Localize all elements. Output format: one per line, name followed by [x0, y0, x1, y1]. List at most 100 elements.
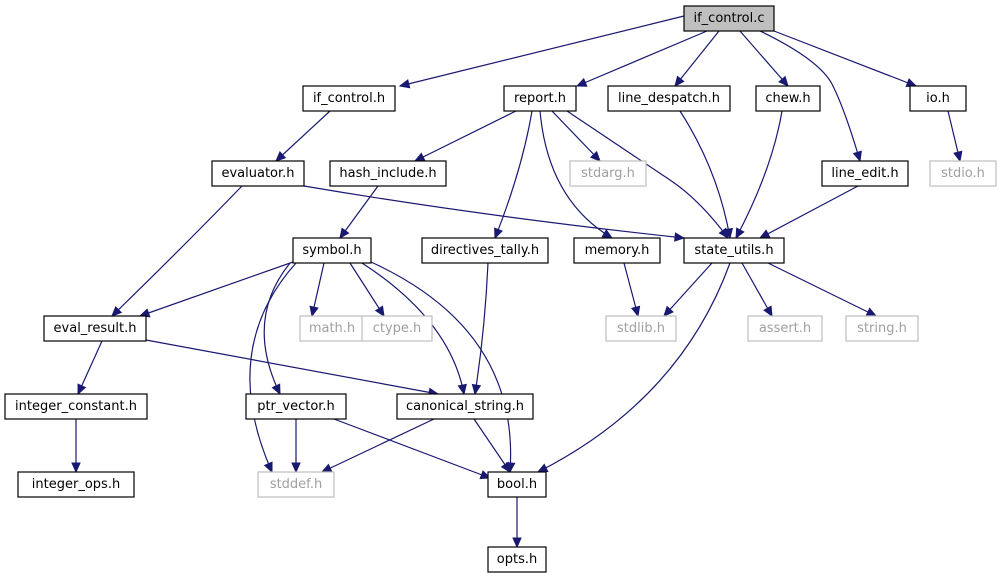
arrowhead — [374, 305, 385, 318]
node-label: io.h — [926, 91, 950, 106]
edge-line — [663, 262, 713, 317]
arrowhead — [494, 227, 503, 240]
arrowhead — [339, 227, 350, 239]
node-opts-h[interactable]: opts.h — [487, 546, 547, 573]
edge-line — [399, 15, 685, 87]
node-if-control-c[interactable]: if_control.c — [683, 5, 775, 32]
node-box — [683, 5, 775, 32]
edge-io_h-to-stdio_h — [947, 110, 963, 163]
node-box — [487, 546, 547, 573]
node-label: hash_include.h — [339, 166, 436, 181]
edge-if_control_h-to-evaluator_h — [275, 110, 331, 162]
arrowhead — [77, 383, 87, 396]
node-box — [607, 85, 731, 112]
node-memory-h[interactable]: memory.h — [573, 237, 661, 264]
arrowhead — [413, 152, 426, 162]
node-label: canonical_string.h — [406, 399, 524, 414]
node-box — [605, 315, 677, 342]
edge-evaluator_h-to-eval_result_h — [111, 185, 243, 317]
node-stdlib-h[interactable]: stdlib.h — [605, 315, 677, 342]
node-ptr-vector-h[interactable]: ptr_vector.h — [245, 393, 347, 420]
arrowhead — [953, 150, 963, 163]
node-eval-result-h[interactable]: eval_result.h — [43, 315, 147, 342]
edge-line — [773, 30, 917, 87]
edge-symbol_h-to-ctype_h — [349, 262, 385, 318]
node-integer-ops-h[interactable]: integer_ops.h — [17, 471, 135, 498]
node-canonical-string-h[interactable]: canonical_string.h — [396, 393, 534, 420]
node-integer-constant-h[interactable]: integer_constant.h — [4, 393, 148, 420]
edge-if_control_c-to-line_edit_h — [759, 30, 862, 163]
edge-report_h-to-hash_include_h — [413, 110, 517, 162]
edge-line — [249, 262, 297, 473]
node-box — [821, 160, 909, 187]
edge-line — [576, 30, 708, 87]
edge-hash_include_h-to-symbol_h — [339, 185, 379, 239]
node-bool-h[interactable]: bool.h — [487, 471, 547, 498]
edge-if_control_c-to-chew_h — [739, 30, 789, 87]
node-label: if_control.c — [693, 11, 764, 26]
edge-if_control_c-to-report_h — [575, 30, 708, 87]
node-label: symbol.h — [302, 243, 361, 258]
node-stddef-h[interactable]: stddef.h — [257, 471, 335, 498]
arrowhead — [71, 462, 81, 474]
node-line-despatch-h[interactable]: line_despatch.h — [607, 85, 731, 112]
node-chew-h[interactable]: chew.h — [755, 85, 821, 112]
node-box — [573, 237, 661, 264]
node-box — [329, 160, 447, 187]
edge-line — [494, 110, 533, 239]
node-assert-h[interactable]: assert.h — [747, 315, 823, 342]
arrowhead — [763, 305, 773, 318]
edge-if_control_c-to-if_control_h — [398, 15, 685, 89]
node-label: math.h — [309, 321, 355, 336]
node-box — [929, 160, 997, 187]
edge-evaluator_h-to-state_utils_h — [303, 185, 686, 242]
node-line-edit-h[interactable]: line_edit.h — [821, 160, 909, 187]
edge-symbol_h-to-eval_result_h — [138, 261, 294, 318]
node-directives-tally-h[interactable]: directives_tally.h — [421, 237, 549, 264]
edge-line_despatch_h-to-state_utils_h — [679, 110, 734, 240]
node-box — [292, 237, 372, 264]
node-symbol-h[interactable]: symbol.h — [292, 237, 372, 264]
node-ctype-h[interactable]: ctype.h — [361, 315, 433, 342]
edge-line — [674, 30, 720, 87]
node-label: bool.h — [497, 477, 537, 492]
edge-line — [111, 185, 243, 317]
arrowhead — [589, 150, 601, 162]
node-label: report.h — [514, 91, 566, 106]
node-hash-include-h[interactable]: hash_include.h — [329, 160, 447, 187]
node-stdio-h[interactable]: stdio.h — [929, 160, 997, 187]
node-state-utils-h[interactable]: state_utils.h — [683, 237, 785, 264]
edge-canonical_string_h-to-stddef_h — [320, 418, 435, 473]
node-evaluator-h[interactable]: evaluator.h — [211, 160, 305, 187]
edge-line — [679, 110, 731, 239]
node-box — [569, 160, 647, 187]
edge-line — [333, 418, 491, 479]
edge-symbol_h-to-math_h — [309, 262, 325, 318]
node-box — [302, 85, 396, 112]
edge-line_edit_h-to-state_utils_h — [758, 185, 859, 239]
node-label: integer_ops.h — [32, 477, 120, 492]
edge-line — [473, 418, 511, 473]
arrowhead — [758, 229, 771, 239]
node-label: evaluator.h — [221, 166, 294, 181]
node-io-h[interactable]: io.h — [909, 85, 967, 112]
node-stdarg-h[interactable]: stdarg.h — [569, 160, 647, 187]
node-math-h[interactable]: math.h — [299, 315, 365, 342]
node-label: stdarg.h — [581, 166, 635, 181]
edge-line — [739, 30, 789, 87]
node-string-h[interactable]: string.h — [845, 315, 919, 342]
node-label: line_despatch.h — [618, 91, 720, 106]
arrowhead — [500, 461, 511, 474]
arrowhead — [536, 463, 549, 473]
edge-line — [414, 110, 517, 162]
edge-canonical_string_h-to-bool_h — [473, 418, 511, 474]
arrowhead — [735, 227, 745, 240]
node-if-control-h[interactable]: if_control.h — [302, 85, 396, 112]
edge-line — [349, 262, 385, 317]
node-label: eval_result.h — [54, 321, 137, 336]
node-label: opts.h — [497, 552, 537, 567]
node-report-h[interactable]: report.h — [503, 85, 577, 112]
node-box — [211, 160, 305, 187]
node-label: chew.h — [765, 91, 810, 106]
